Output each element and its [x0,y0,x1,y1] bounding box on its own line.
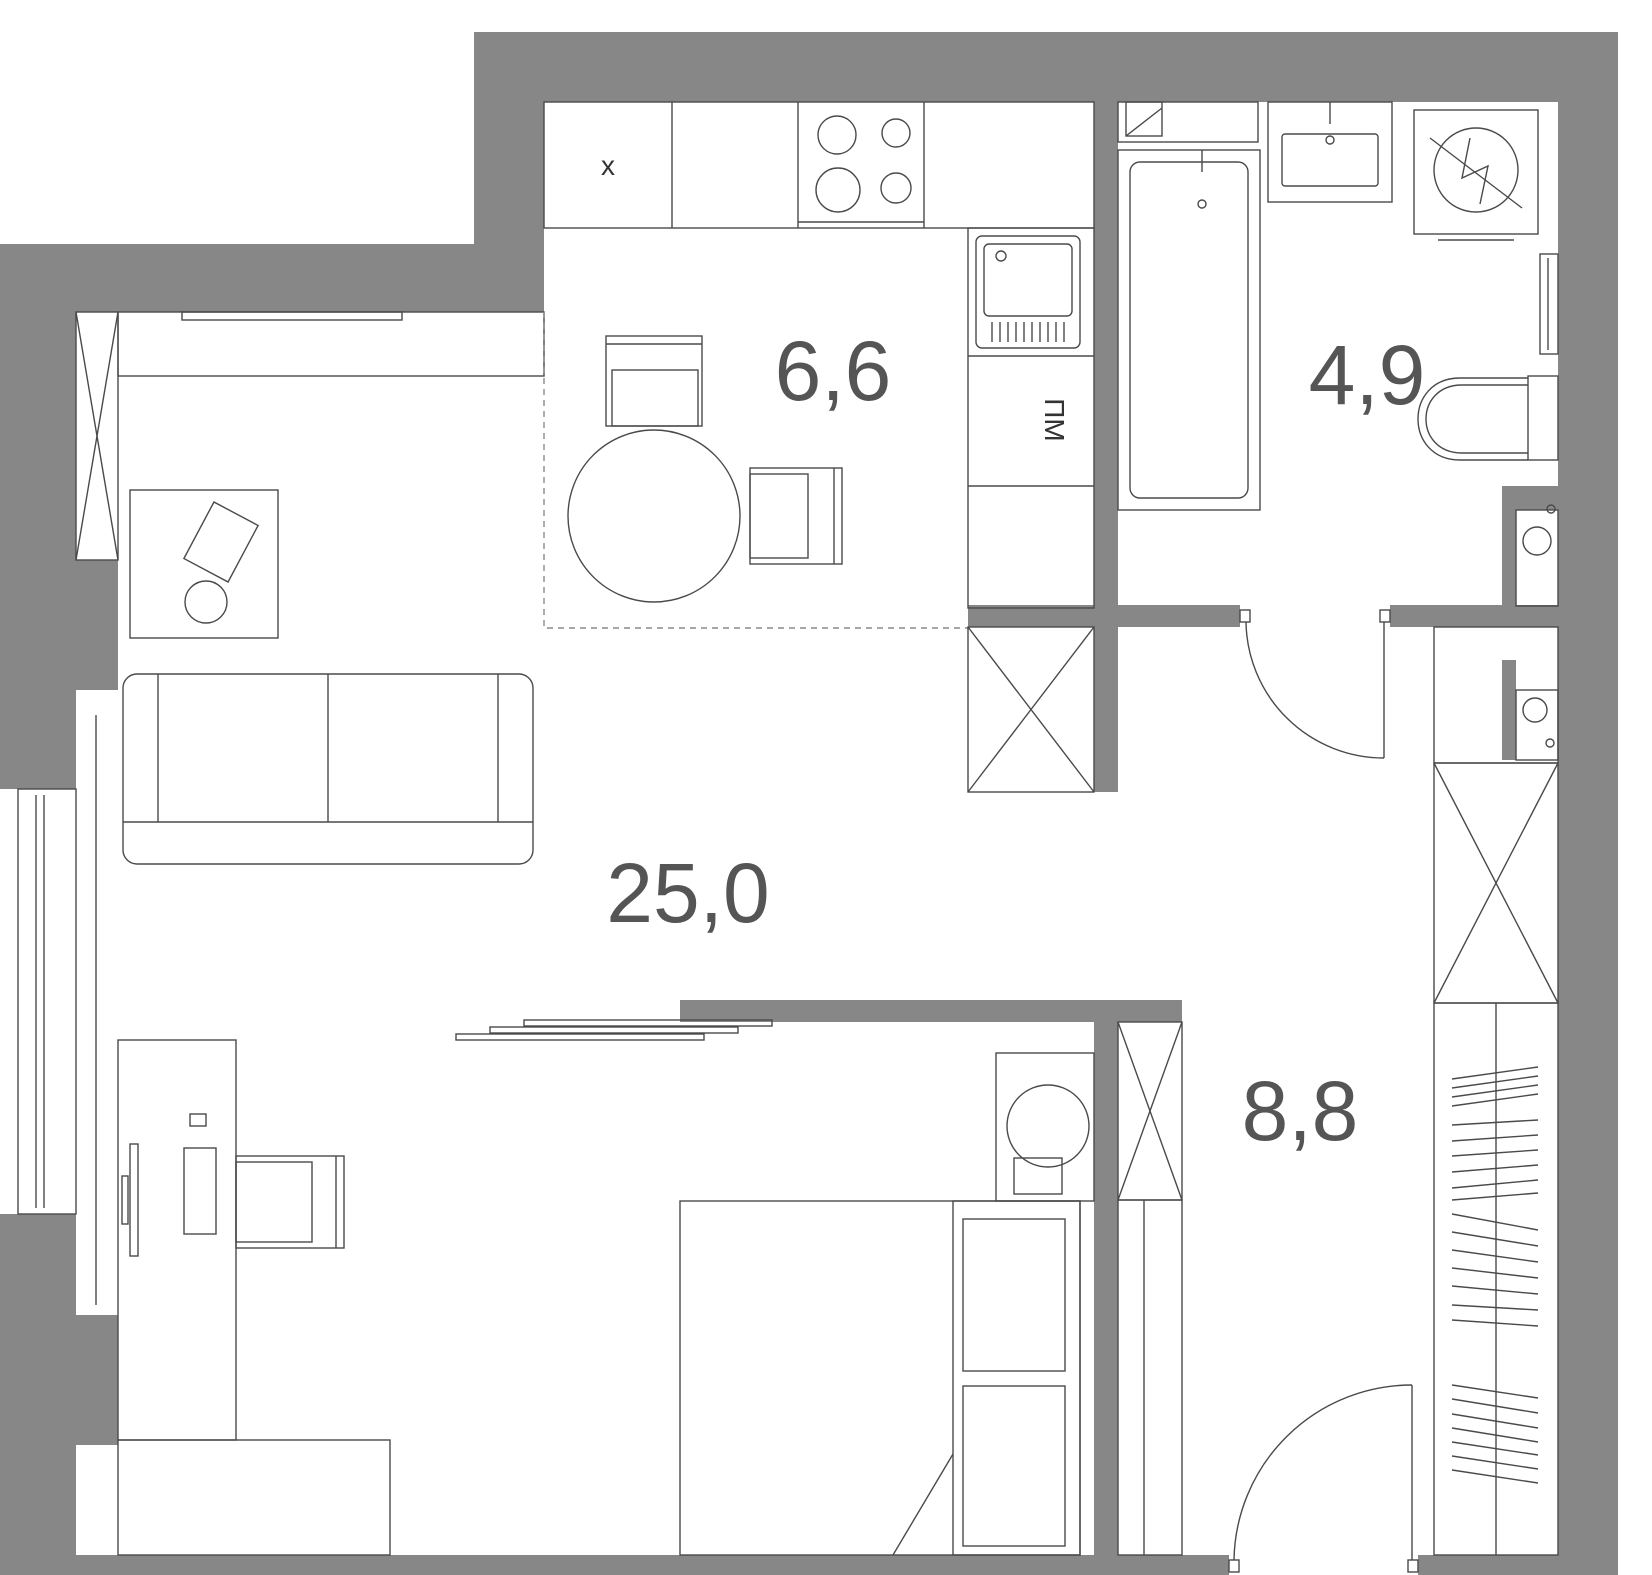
windows [17,311,545,1305]
tv-stand [117,1439,391,1556]
washing-machine-icon [1006,1084,1090,1168]
wall-niche-side [1502,486,1516,610]
wall-bottom-right [1418,1555,1618,1575]
boiler-icon [1413,109,1539,241]
shaft-lower [1515,689,1559,761]
bedroom-furniture [679,1021,1183,1556]
cup-icon [184,580,228,624]
wall-bedroom-top [680,1000,1182,1022]
pillow-2 [962,1385,1066,1547]
dining-table [567,429,741,603]
counter-side [967,227,1095,609]
sliding-partition [455,1019,773,1041]
wall-top [474,32,1618,102]
washer-cabinet [995,1052,1095,1202]
sofa [122,673,534,865]
hood-label: x [601,150,615,181]
toilet-icon [1417,375,1559,461]
kitchen-counter: x ПМ [543,101,1095,629]
living-area-label: 25,0 [606,846,770,940]
wall-bedroom-right [1094,1000,1118,1575]
wardrobe-kitchen [967,626,1095,793]
wall-niche-side-lower [1502,660,1516,760]
wall-bath-left [1094,102,1118,792]
hall-area-label: 8,8 [1242,1064,1359,1158]
pillow-1 [962,1218,1066,1372]
monitor-icon [129,1143,139,1257]
bath-shelf [1117,101,1259,143]
hangers [1451,1066,1539,1484]
wall-left-pier [76,560,118,690]
counter-top [543,101,1095,229]
drain-icon [1197,199,1207,209]
sink-icon [975,235,1081,349]
wall-bottom-left [76,1555,1229,1575]
kitchen-zone-boundary [543,312,968,629]
dining-set [567,335,843,603]
stove-icon [798,115,924,223]
towel-icon [1125,101,1163,137]
dishwasher-label: ПМ [1039,398,1070,441]
wall-left-upper [0,244,76,789]
bathroom-area-label: 4,9 [1309,328,1426,422]
shaft-upper [1515,504,1559,607]
bathroom [1117,101,1559,511]
wall-left-lower [0,1214,76,1575]
desk-chair [235,1155,345,1249]
desk-area [117,1039,391,1556]
wall-right [1558,32,1618,1575]
kitchen-area-label: 6,6 [775,324,892,418]
armchair-table [129,489,279,639]
entrance-door[interactable] [1228,1384,1419,1573]
balcony-door [17,788,77,1215]
lamp-icon [189,1113,207,1127]
wall-top-left [0,244,544,312]
bed [679,1200,1081,1556]
radiator-bath [1539,253,1559,355]
wall-bath-bottom-right [1390,605,1558,627]
wall-left-pier-lower [76,1315,118,1445]
coffee-table [129,489,279,639]
walls [0,32,1618,1575]
window-top-sill [117,311,545,377]
wall-bath-bottom [968,605,1240,627]
dining-chair-right [749,467,843,565]
desk [117,1039,237,1441]
radiator-top [181,311,403,321]
bathtub [1117,149,1261,511]
dining-chair-top [605,335,703,427]
washbasin [1281,133,1379,187]
bathroom-door[interactable] [1239,609,1391,759]
book-icon [182,501,260,583]
keyboard-icon [183,1147,217,1235]
